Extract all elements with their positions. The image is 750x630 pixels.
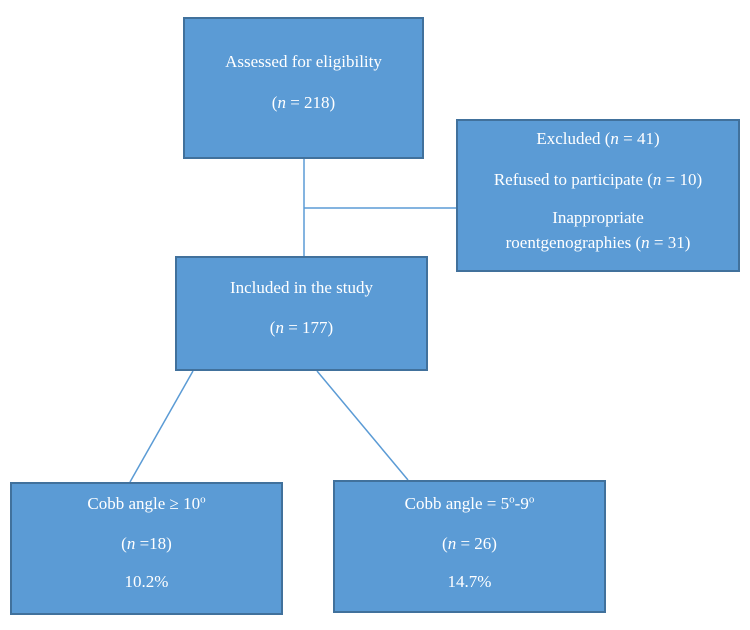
- cobb-5to9-label-mid: -9: [514, 494, 529, 513]
- excluded-title-value: = 41): [618, 129, 660, 148]
- cobb-5to9-box: Cobb angle = 5o-9o (n = 26) 14.7%: [333, 480, 606, 613]
- assessed-title: Assessed for eligibility: [225, 52, 382, 71]
- cobb-5to9-label-text: Cobb angle = 5: [404, 494, 510, 513]
- included-box: Included in the study (n = 177): [175, 256, 428, 371]
- excluded-box: Excluded (n = 41) Refused to participate…: [456, 119, 740, 272]
- degree-symbol: o: [528, 493, 535, 506]
- included-count: (n = 177): [269, 318, 334, 337]
- excluded-refused-value: = 10): [661, 170, 703, 189]
- cobb-ge10-count-var: n: [126, 534, 136, 553]
- excluded-inappropriate-var: n: [641, 233, 650, 252]
- degree-symbol: o: [200, 493, 206, 506]
- assessed-box: Assessed for eligibility (n = 218): [183, 17, 424, 159]
- connector-included-to-cobb-5to9: [316, 370, 409, 481]
- cobb-ge10-count-value: =18): [135, 534, 172, 553]
- excluded-inappropriate-line2: roentgenographies (n = 31): [458, 233, 738, 253]
- excluded-refused-prefix: Refused to participate (: [493, 170, 653, 189]
- cobb-ge10-percent: 10.2%: [124, 572, 169, 591]
- cobb-ge10-box: Cobb angle ≥ 10o (n =18) 10.2%: [10, 482, 283, 615]
- excluded-refused-var: n: [652, 170, 662, 189]
- included-title: Included in the study: [229, 278, 374, 297]
- assessed-count: (n = 218): [271, 93, 336, 112]
- cobb-5to9-count-var: n: [447, 534, 457, 553]
- excluded-title-prefix: Excluded (: [536, 129, 611, 148]
- excluded-inappropriate-value: = 31): [649, 233, 691, 252]
- excluded-inappropriate-line1: Inappropriate: [552, 208, 644, 227]
- degree-symbol: o: [509, 493, 515, 506]
- cobb-5to9-percent: 14.7%: [447, 572, 492, 591]
- cobb-5to9-count: (n = 26): [442, 534, 497, 553]
- cobb-ge10-count: (n =18): [121, 534, 172, 553]
- assessed-count-value: = 218): [285, 93, 336, 112]
- excluded-inappropriate-prefix: roentgenographies (: [505, 233, 642, 252]
- included-count-var: n: [275, 318, 284, 337]
- cobb-ge10-label: Cobb angle ≥ 10o: [12, 494, 281, 514]
- assessed-count-var: n: [277, 93, 286, 112]
- excluded-refused: Refused to participate (n = 10): [458, 170, 738, 190]
- included-count-value: = 177): [283, 318, 334, 337]
- cobb-ge10-label-text: Cobb angle ≥ 10: [87, 494, 201, 513]
- excluded-title-var: n: [610, 129, 619, 148]
- cobb-5to9-count-value: = 26): [456, 534, 497, 553]
- excluded-title: Excluded (n = 41): [458, 129, 738, 149]
- connector-included-to-cobb-ge10: [129, 370, 194, 483]
- cobb-5to9-label: Cobb angle = 5o-9o: [335, 494, 604, 514]
